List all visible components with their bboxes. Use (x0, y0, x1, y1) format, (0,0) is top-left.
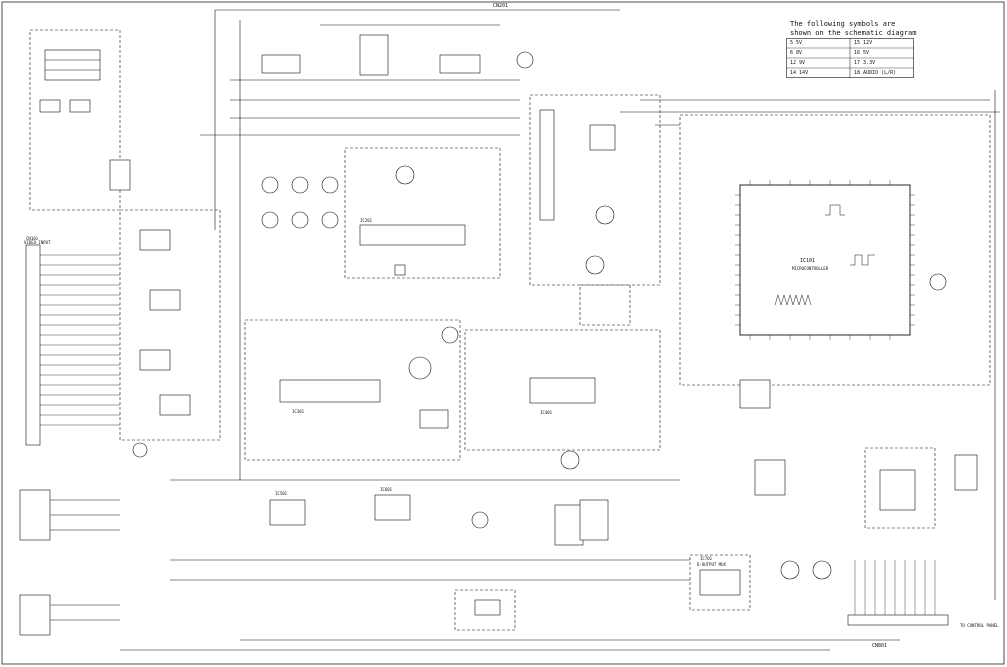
legend-row-6: 16 5V (854, 50, 870, 56)
legend-table (786, 38, 914, 78)
video-ic-body (529, 377, 596, 404)
video-ic-label: IC401 (540, 410, 553, 415)
deflection-ic-label: IC501 (275, 491, 288, 496)
bottom-connector-label: CN801 (872, 643, 887, 649)
main-ic-label: IC101 (800, 258, 815, 264)
left-region (19, 29, 221, 636)
left-connector-body (25, 244, 41, 446)
top-centre-region (200, 9, 620, 480)
legend-row-3: 12 9V (790, 60, 806, 66)
main-ic-name: MICROCONTROLLER (792, 266, 829, 271)
centre-region (170, 319, 720, 581)
legend-row-4: 14 14V (790, 70, 809, 76)
legend-row-7: 17 3.3V (854, 60, 876, 66)
eeprom-ic-label: IC601 (380, 487, 393, 492)
right-lower-region (120, 379, 978, 651)
main-micro-region (529, 90, 1000, 600)
left-connector-name: VIDEO INPUT (24, 240, 51, 245)
top-connector-label: CN201 (493, 3, 508, 9)
bottom-right-note: TO CONTROL PANEL (960, 623, 999, 628)
output-ic-label: IC701 (700, 556, 713, 561)
left-connector-label: CN101 (26, 236, 39, 241)
audio-ic-body (279, 379, 381, 403)
tuner-ic-label: IC201 (360, 218, 373, 223)
bottom-connector-body (847, 614, 949, 626)
legend-row-1: 5 5V (790, 40, 803, 46)
legend-title: The following symbols are shown on the s… (790, 20, 917, 37)
legend-row-8: 18 AUDIO (L/R) (854, 70, 897, 76)
output-ic-name: D-OUTPUT MUX (697, 562, 726, 567)
legend-row-5: 15 12V (854, 40, 873, 46)
audio-ic-label: IC301 (292, 409, 305, 414)
legend-row-2: 6 8V (790, 50, 803, 56)
main-ic-body (739, 184, 911, 336)
